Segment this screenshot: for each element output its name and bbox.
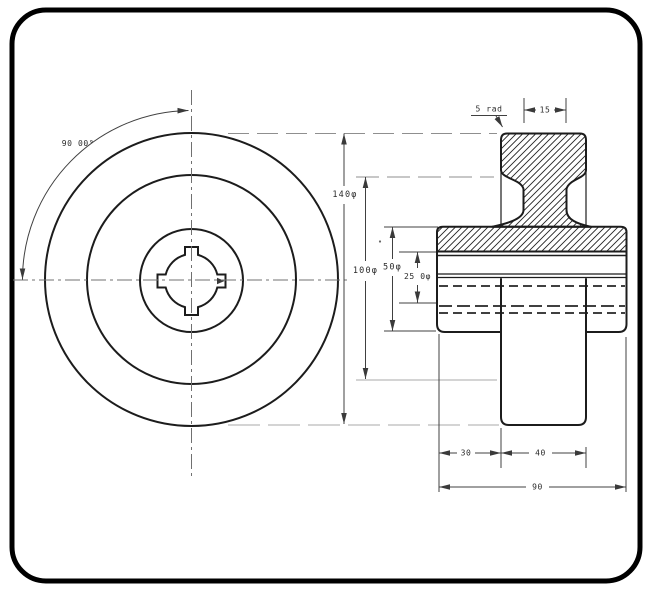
body-outline-left: [436, 250, 502, 333]
width-40-label: 40: [535, 449, 546, 458]
rim-outline-lower: [500, 278, 587, 426]
dia-50-label: 50φ: [383, 263, 402, 273]
dimension-140: 140φ: [332, 133, 357, 424]
dia-140-label: 140φ: [332, 190, 357, 200]
width-30-label: 30: [461, 449, 472, 458]
width-15-label: 15: [540, 106, 551, 115]
dia-100-label: 100φ: [353, 266, 378, 276]
dimension-40: 40: [501, 449, 586, 458]
dimension-50: 50φ: [383, 226, 438, 332]
dimension-100: 100φ: [353, 177, 378, 379]
centerline-tick-mark: [217, 277, 225, 285]
section-view: 15 5 rad 30 40: [436, 98, 628, 492]
dimension-30: 30: [439, 449, 501, 458]
angle-label: 90 00°: [62, 139, 95, 148]
projection-lines: [228, 133, 499, 426]
front-view: 90 00°: [13, 90, 348, 478]
hub-flange-section: [436, 225, 628, 253]
radius-leader-arrow: [494, 115, 503, 128]
stray-ink-dot: [378, 240, 382, 243]
dimension-90: 90: [439, 483, 626, 492]
radius-label: 5 rad: [475, 105, 502, 114]
width-90-label: 90: [532, 483, 543, 492]
dimension-25: 25 0φ: [399, 251, 437, 304]
rim-web-section: [491, 132, 592, 228]
radius-callout: 5 rad: [471, 105, 507, 128]
sheet-border: [9, 7, 643, 584]
body-outline-right: [585, 250, 628, 333]
dimension-15: 15: [523, 98, 567, 123]
dia-25-label: 25 0φ: [404, 272, 431, 281]
angle-dimension-arc: [19, 107, 189, 280]
bottom-dimensions: 30 40 90: [438, 334, 627, 492]
